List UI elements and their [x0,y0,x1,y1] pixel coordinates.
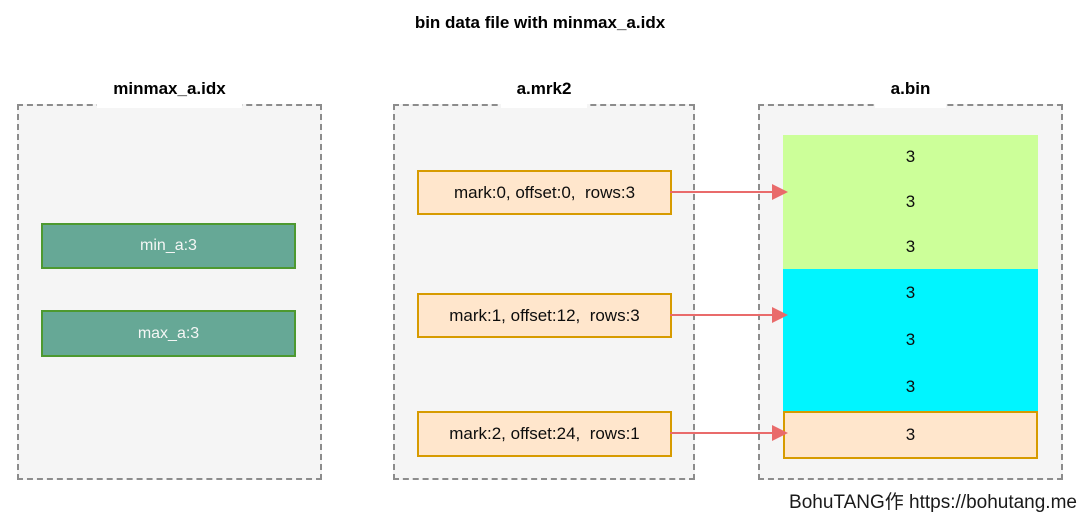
granule-1-row: 3 [905,377,916,397]
arrow-mark1-to-granule1 [670,307,788,323]
arrow-line [670,191,774,193]
arrowhead-icon [772,184,788,200]
granule-1-row: 3 [905,329,916,349]
arrow-mark0-to-granule0 [670,184,788,200]
arrow-line [670,432,774,434]
min-a-label: min_a:3 [140,237,197,254]
page-title: bin data file with minmax_a.idx [414,13,666,32]
bin-container: 3 3 3 3 3 3 3 [758,104,1063,480]
arrow-line [670,314,774,316]
mark0-box: mark:0, offset:0, rows:3 [417,170,672,215]
granule-0-row: 3 [905,192,916,211]
granule-1-row: 3 [905,282,916,302]
granule-0-row: 3 [905,147,916,167]
max-a-label: max_a:3 [137,324,200,342]
mark1-box: mark:1, offset:12, rows:3 [417,293,672,338]
mark0-label: mark:0, offset:0, rows:3 [453,182,636,202]
arrowhead-icon [772,307,788,323]
min-a-box: min_a:3 [41,223,296,269]
author-credit: BohuTANG作 https://bohutang.me [789,492,1077,513]
column-header-mrk2: a.mrk2 [393,77,695,108]
column-header-bin: a.bin [758,77,1063,108]
granule-2-row: 3 [905,425,916,444]
arrowhead-icon [772,425,788,441]
granule-1-block: 3 3 3 [783,269,1038,411]
mark2-box: mark:2, offset:24, rows:1 [417,411,672,457]
mark2-label: mark:2, offset:24, rows:1 [449,424,640,443]
minmax-idx-container: min_a:3 max_a:3 [17,104,322,480]
column-header-minmax-idx: minmax_a.idx [17,77,322,108]
granule-0-row: 3 [905,236,916,256]
max-a-box: max_a:3 [41,310,296,357]
granule-2-block: 3 [783,411,1038,459]
granule-0-block: 3 3 3 [783,135,1038,269]
mrk2-container: mark:0, offset:0, rows:3 mark:1, offset:… [393,104,695,480]
arrow-mark2-to-granule2 [670,425,788,441]
mark1-label: mark:1, offset:12, rows:3 [449,305,640,325]
